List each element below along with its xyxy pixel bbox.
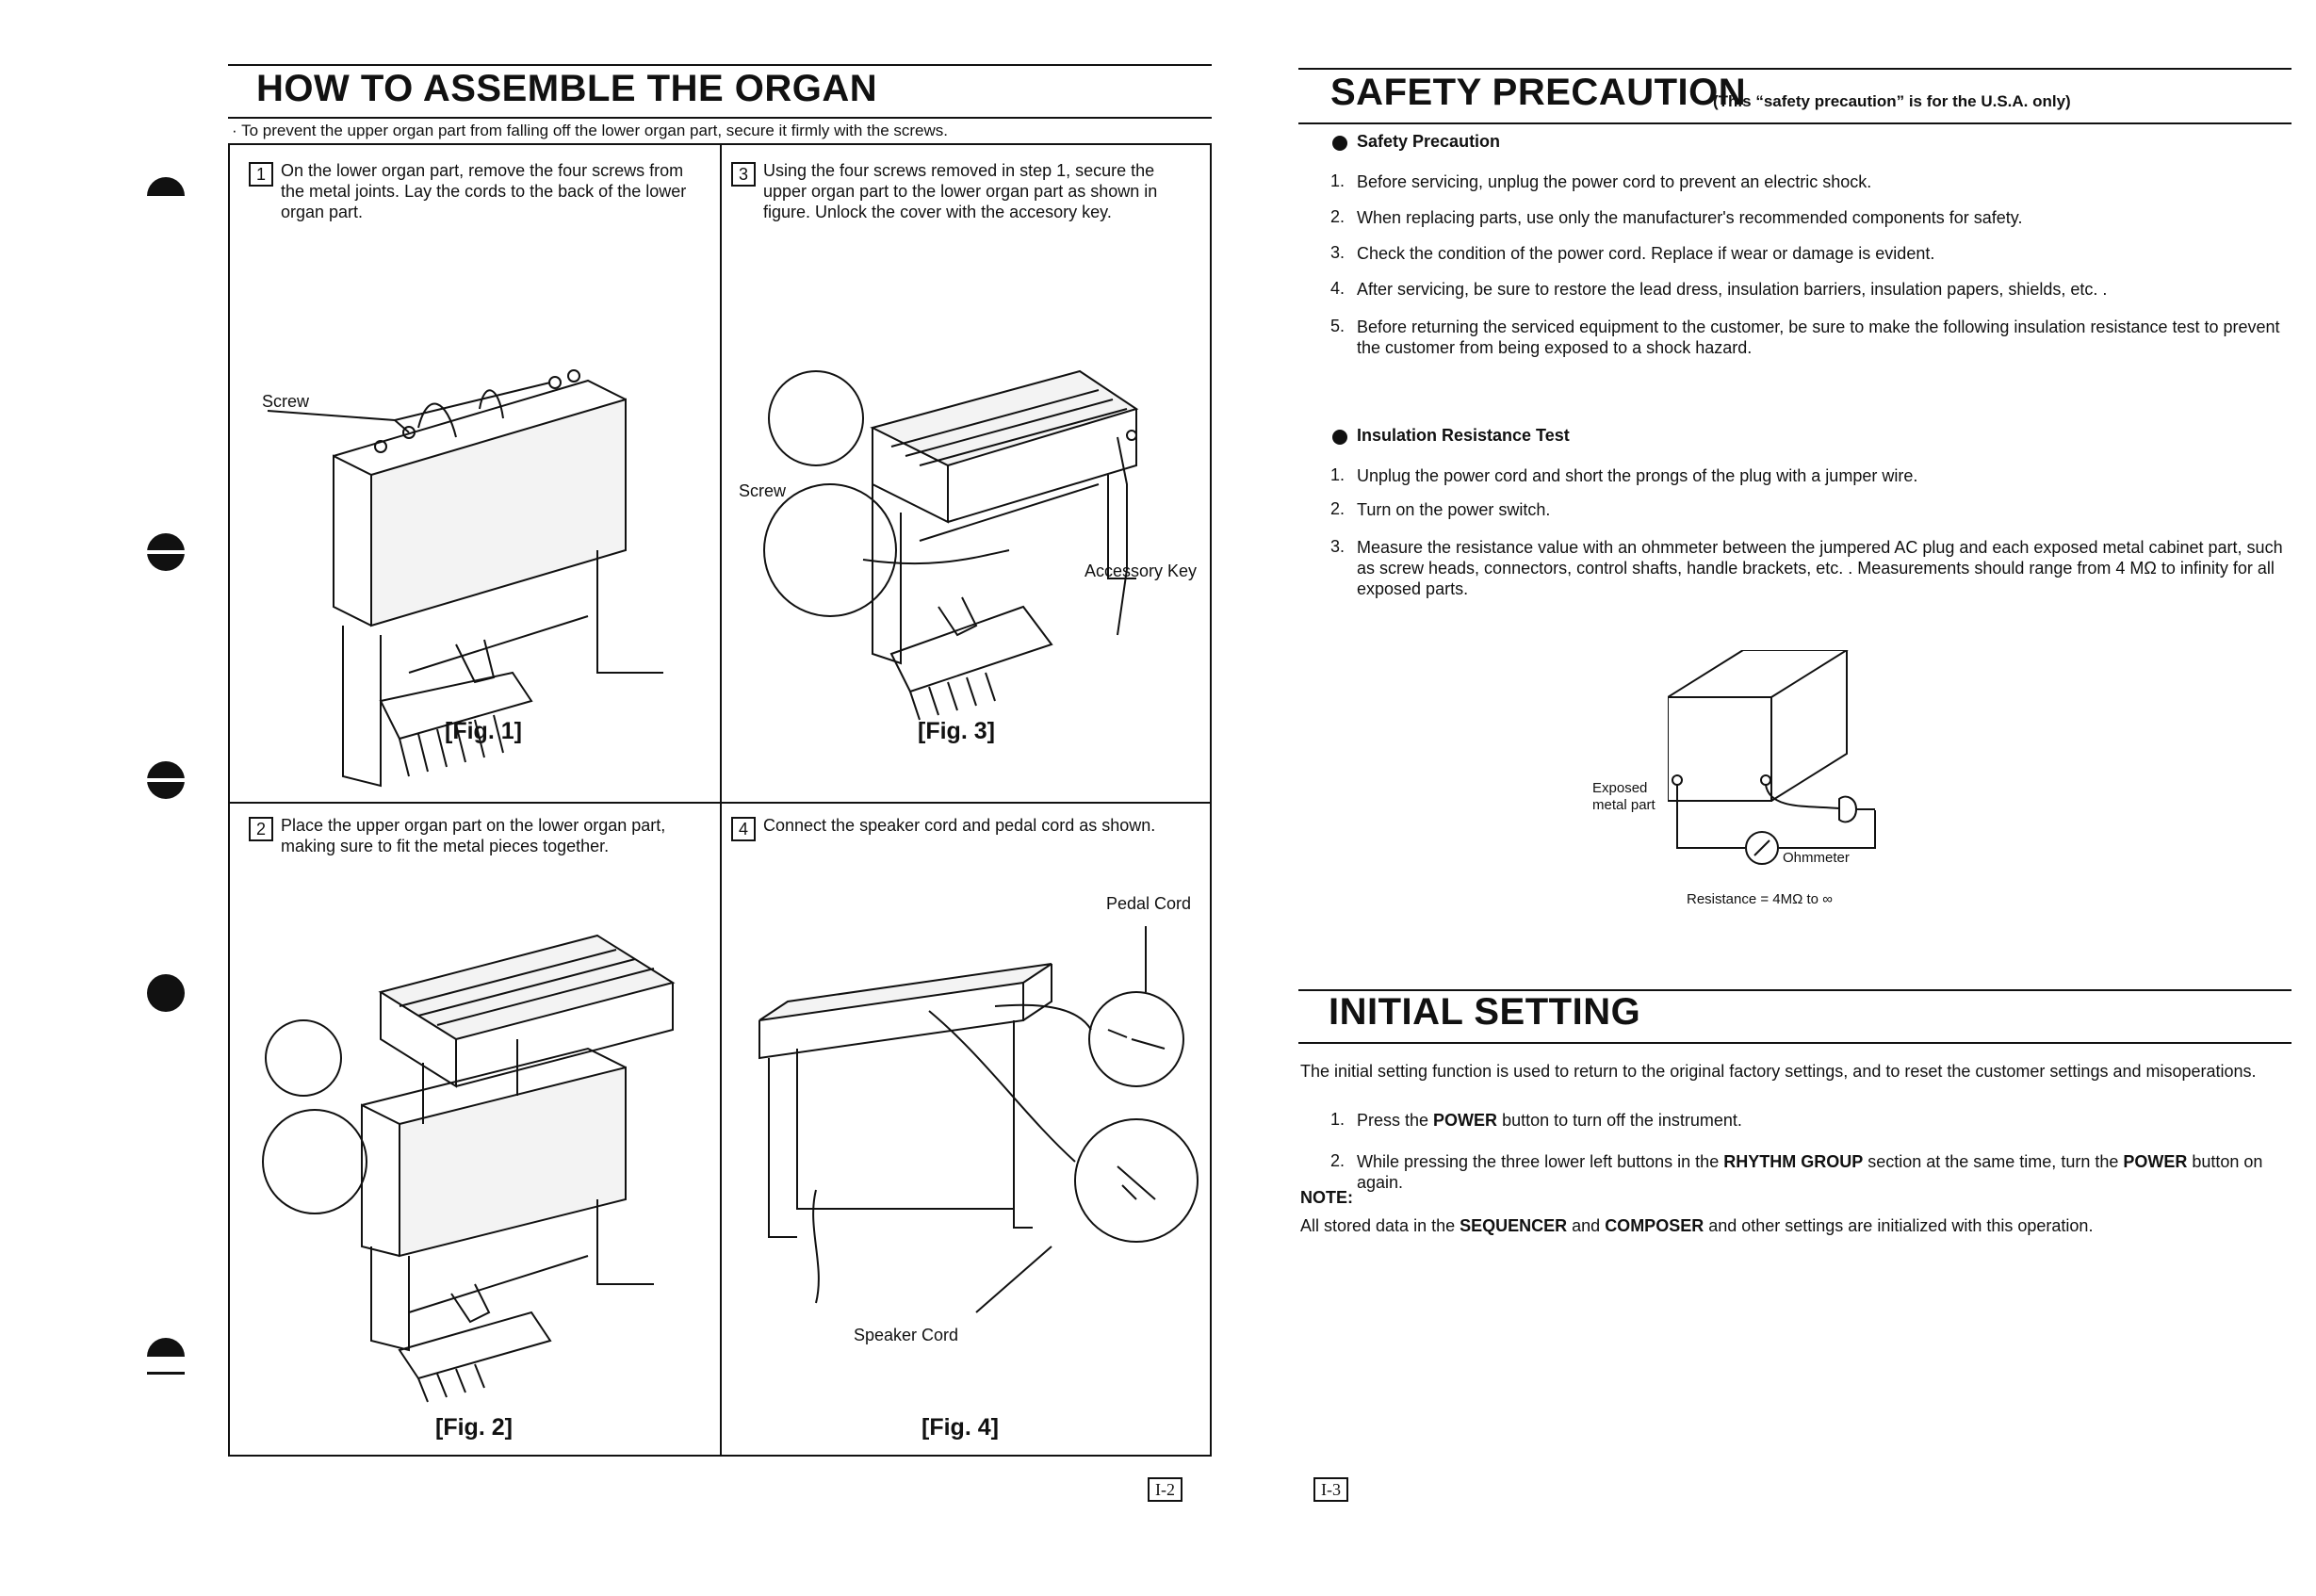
note-text: All stored data in the SEQUENCER and COM… — [1300, 1215, 2290, 1236]
safety-item: After servicing, be sure to restore the … — [1357, 280, 2108, 299]
safety-item: Check the condition of the power cord. R… — [1357, 244, 1935, 263]
insulation-heading: Insulation Resistance Test — [1357, 426, 1570, 445]
list-num: 2. — [1330, 1151, 1346, 1170]
insulation-test-diagram — [1668, 650, 1876, 865]
fig-caption: [Fig. 4] — [922, 1414, 999, 1441]
initial-bottom-rule — [1298, 1042, 2292, 1044]
text-run: While pressing the three lower left butt… — [1357, 1152, 1724, 1171]
safety-heading: Safety Precaution — [1357, 132, 1501, 151]
title-top-rule — [228, 64, 1212, 66]
bold-run: POWER — [1433, 1111, 1498, 1130]
list-num: 2. — [1330, 207, 1346, 226]
speaker-cord-label: Speaker Cord — [854, 1326, 959, 1344]
bold-run: POWER — [2123, 1152, 2188, 1171]
safety-top-rule — [1298, 68, 2292, 70]
fig2-illustration — [268, 936, 701, 1407]
step-text: Place the upper organ part on the lower … — [281, 816, 666, 855]
step-text: On the lower organ part, remove the four… — [281, 161, 687, 221]
assemble-title: HOW TO ASSEMBLE THE ORGAN — [256, 68, 878, 109]
initial-item: While pressing the three lower left butt… — [1357, 1151, 2290, 1193]
bold-run: COMPOSER — [1605, 1216, 1704, 1235]
list-num: 3. — [1330, 243, 1346, 262]
safety-item: Before returning the serviced equipment … — [1357, 318, 2280, 357]
initial-item: Press the POWER button to turn off the i… — [1357, 1110, 2280, 1131]
list-num: 5. — [1330, 317, 1346, 335]
initial-intro: The initial setting function is used to … — [1300, 1062, 2257, 1081]
step-4-cell: 4 Connect the speaker cord and pedal cor… — [722, 804, 1212, 1460]
screw-label: Screw — [739, 481, 787, 500]
binder-hole — [147, 177, 185, 196]
binder-mark — [147, 1372, 185, 1375]
bold-run: SEQUENCER — [1460, 1216, 1568, 1235]
text-run: button on again. — [1357, 1152, 2263, 1192]
insulation-item: Turn on the power switch. — [1357, 500, 1551, 519]
text-run: button to turn off the instrument. — [1497, 1111, 1742, 1130]
step-3-cell: 3 Using the four screws removed in step … — [722, 145, 1212, 802]
step-number: 4 — [731, 817, 756, 841]
step-1-cell: 1 On the lower organ part, remove the fo… — [230, 145, 720, 802]
initial-top-rule — [1298, 989, 2292, 991]
list-num: 3. — [1330, 537, 1346, 556]
title-bottom-rule — [228, 117, 1212, 119]
insulation-item: Unplug the power cord and short the pron… — [1357, 466, 1918, 485]
step-2-cell: 2 Place the upper organ part on the lowe… — [230, 804, 720, 1460]
step-text: Using the four screws removed in step 1,… — [763, 161, 1158, 221]
fig-caption: [Fig. 3] — [918, 718, 995, 744]
page-number-right: I-3 — [1313, 1477, 1348, 1502]
page-number-left: I-2 — [1148, 1477, 1182, 1502]
text-run: section at the same time, turn the — [1863, 1152, 2124, 1171]
step-number: 1 — [249, 162, 273, 187]
note-label: NOTE: — [1300, 1188, 1353, 1207]
text-run: Press the — [1357, 1111, 1434, 1130]
fig-caption: [Fig. 2] — [435, 1414, 513, 1441]
safety-note: (This “safety precaution” is for the U.S… — [1713, 92, 2071, 110]
screw-label: Screw — [262, 392, 310, 411]
fig1-illustration — [268, 362, 701, 814]
pedal-cord-label: Pedal Cord — [1106, 894, 1192, 913]
initial-setting-title: INITIAL SETTING — [1329, 991, 1641, 1033]
step-text: Connect the speaker cord and pedal cord … — [763, 816, 1156, 835]
safety-item: Before servicing, unplug the power cord … — [1357, 172, 1872, 191]
assemble-subtitle: · To prevent the upper organ part from f… — [232, 122, 949, 139]
resistance-label: Resistance = 4MΩ to ∞ — [1687, 891, 1833, 907]
assembly-grid: 1 On the lower organ part, remove the fo… — [228, 143, 1212, 1457]
safety-item: When replacing parts, use only the manuf… — [1357, 208, 2023, 227]
binder-hole — [147, 533, 185, 571]
binder-hole — [147, 761, 185, 799]
text-run: All stored data in the — [1300, 1216, 1460, 1235]
ohmmeter-label: Ohmmeter — [1783, 850, 1850, 866]
grid-divider-h — [230, 802, 1210, 804]
accessory-key-label: Accessory Key — [1085, 562, 1198, 580]
bold-run: RHYTHM GROUP — [1723, 1152, 1864, 1171]
exposed-metal-label: Exposed metal part — [1592, 780, 1655, 813]
list-num: 1. — [1330, 171, 1346, 190]
list-num: 1. — [1330, 465, 1346, 484]
safety-bottom-rule — [1298, 122, 2292, 124]
list-num: 2. — [1330, 499, 1346, 518]
list-num: 1. — [1330, 1110, 1346, 1129]
fig3-illustration — [741, 371, 1193, 795]
fig-caption: [Fig. 1] — [445, 718, 522, 744]
step-number: 2 — [249, 817, 273, 841]
text-run: and — [1567, 1216, 1606, 1235]
text-run: and other settings are initialized with … — [1704, 1216, 2094, 1235]
binder-hole — [147, 974, 185, 1012]
insulation-item: Measure the resistance value with an ohm… — [1357, 538, 2283, 598]
list-num: 4. — [1330, 279, 1346, 298]
step-number: 3 — [731, 162, 756, 187]
binder-hole — [147, 1338, 185, 1357]
bullet-icon — [1332, 136, 1347, 151]
safety-title: SAFETY PRECAUTION — [1330, 72, 1747, 113]
grid-divider-v — [720, 145, 722, 1455]
bullet-icon — [1332, 430, 1347, 445]
fig4-illustration — [741, 926, 1193, 1360]
